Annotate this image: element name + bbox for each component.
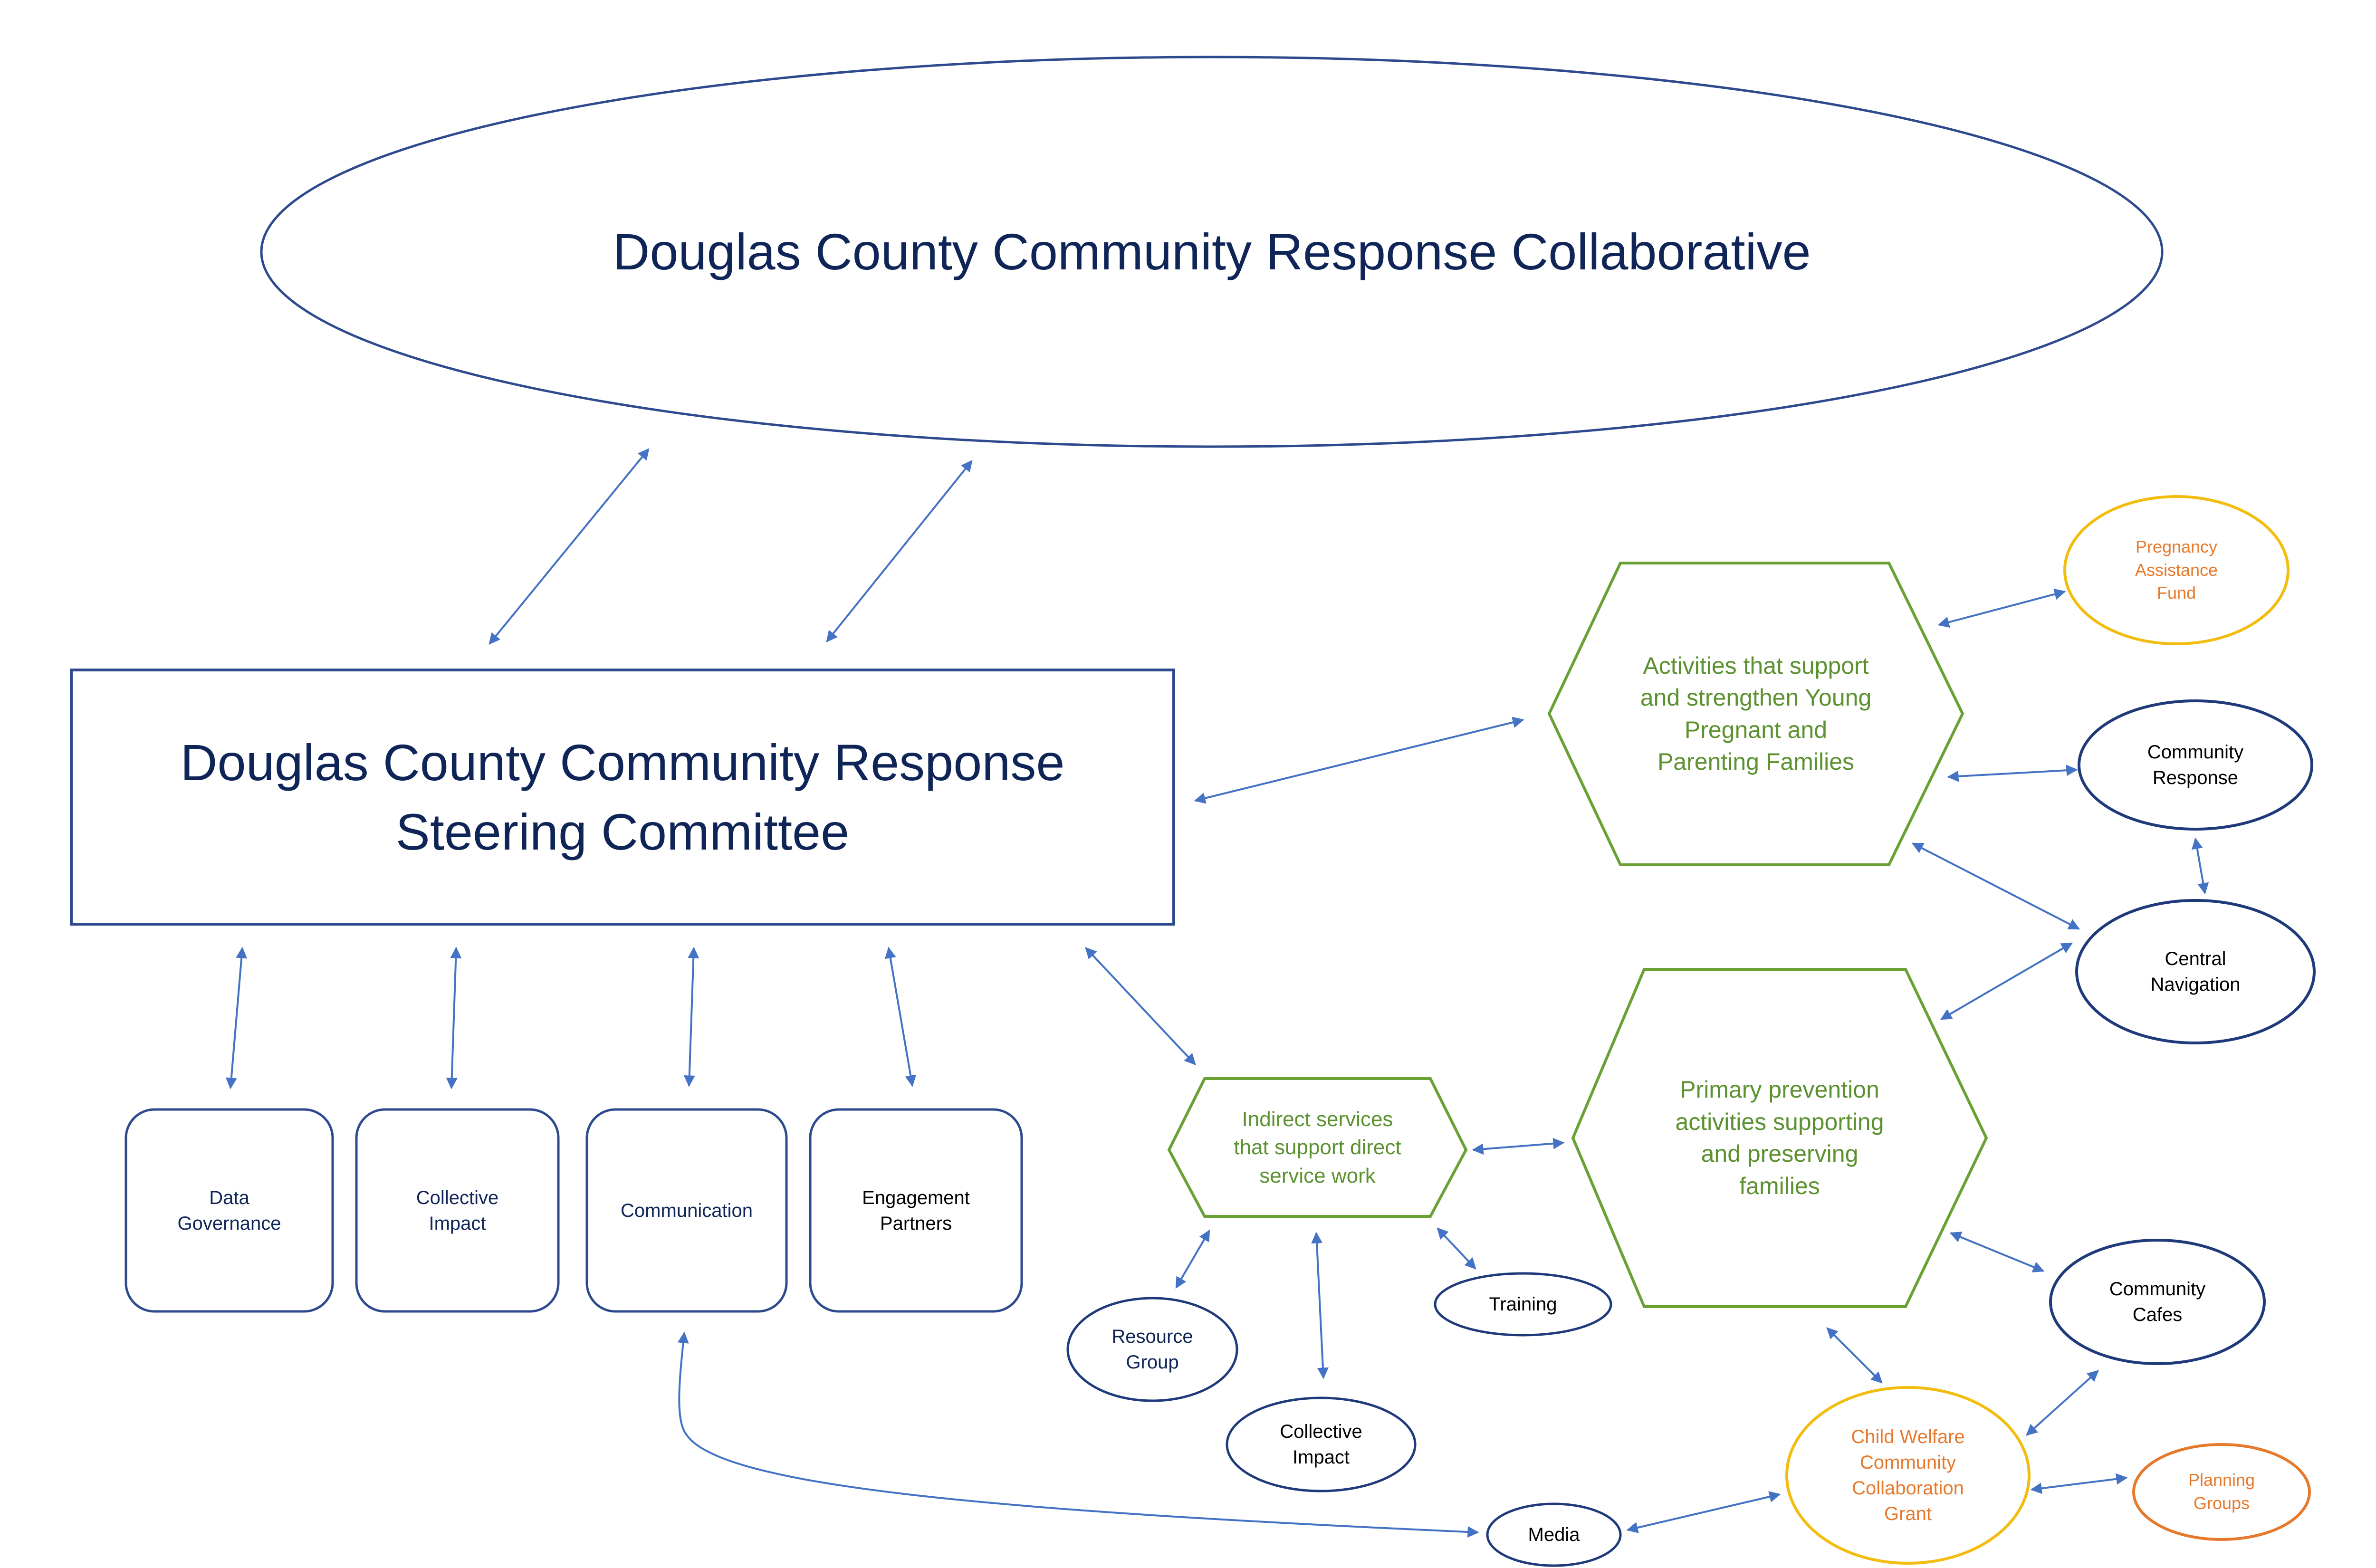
cw-grant-label: Child Welfare Community Collaboration Gr…	[1851, 1426, 1965, 1524]
arrow-steering-collimpact	[446, 947, 462, 1090]
pregnancy-fund-label: Pregnancy Assistance Fund	[2135, 537, 2218, 603]
collective-impact-box	[355, 1108, 560, 1313]
arrow-indirect-training	[1437, 1227, 1476, 1270]
data-governance-box	[125, 1108, 334, 1313]
central-navigation-label: Central Navigation	[2150, 948, 2241, 995]
cw-grant-ellipse	[1785, 1386, 2031, 1565]
central-navigation-ellipse	[2075, 899, 2316, 1044]
media-ellipse	[1486, 1502, 1622, 1567]
arrow-youngfam-centralnav	[1911, 842, 2080, 930]
community-response-ellipse	[2078, 699, 2313, 831]
pregnancy-fund-ellipse	[2063, 495, 2290, 645]
arrow-indirect-collimpact	[1311, 1232, 1329, 1379]
arrow-indirect-resource	[1175, 1229, 1210, 1289]
arrow-steering-datagov	[225, 947, 248, 1090]
arrow-steering-engagement	[884, 947, 917, 1087]
arrow-cwgrant-planning	[2030, 1473, 2128, 1494]
arrow-youngfam-commresp	[1947, 765, 2078, 782]
arrow-communication-media	[677, 1331, 1479, 1538]
steering-committee-box	[70, 669, 1175, 926]
collaborative-ellipse	[260, 56, 2164, 448]
planning-groups-ellipse	[2132, 1443, 2311, 1541]
communication-box	[585, 1108, 788, 1313]
media-label: Media	[1528, 1524, 1580, 1545]
arrow-youngfam-pregfund	[1937, 588, 2066, 628]
communication-label: Communication	[621, 1200, 753, 1221]
steering-committee-title: Douglas County Community Response Steeri…	[180, 733, 1065, 860]
training-label: Training	[1489, 1294, 1557, 1315]
arrow-collab-steering-right	[826, 460, 973, 642]
arrow-primprev-cafes	[1949, 1232, 2045, 1272]
community-response-label: Community Response	[2147, 742, 2244, 788]
arrow-commresp-centralnav	[2191, 837, 2209, 895]
young-families-label: Activities that support and strengthen Y…	[1640, 652, 1872, 775]
arrow-media-cwgrant	[1626, 1491, 1781, 1533]
primary-prevention-label: Primary prevention activities supporting…	[1675, 1076, 1884, 1199]
arrow-cwgrant-cafes	[2026, 1370, 2099, 1436]
arrow-collab-steering-left	[489, 448, 650, 645]
arrow-indirect-primprev	[1472, 1138, 1565, 1155]
collaborative-title: Douglas County Community Response Collab…	[613, 223, 1811, 281]
arrow-centralnav-primprev	[1940, 942, 2073, 1020]
primary-prevention-hexagon	[1571, 968, 1988, 1308]
engagement-partners-label: Engagement Partners	[862, 1187, 970, 1234]
young-families-hexagon	[1547, 562, 1964, 866]
arrow-steering-youngfamilies	[1194, 717, 1524, 804]
collective-impact-indirect-label: Collective Impact	[1280, 1421, 1362, 1468]
planning-groups-label: Planning Groups	[2188, 1470, 2255, 1513]
indirect-services-label: Indirect services that support direct se…	[1234, 1107, 1401, 1187]
data-governance-label: Data Governance	[177, 1187, 281, 1234]
arrow-steering-communication	[683, 947, 699, 1087]
indirect-services-hexagon	[1167, 1077, 1468, 1218]
community-cafes-label: Community Cafes	[2109, 1279, 2206, 1325]
resource-group-label: Resource Group	[1111, 1326, 1193, 1373]
collective-impact-label: Collective Impact	[416, 1187, 499, 1234]
training-ellipse	[1434, 1272, 1612, 1337]
engagement-partners-box	[809, 1108, 1023, 1313]
arrow-primprev-cwgrant	[1826, 1327, 1883, 1384]
arrow-steering-indirect	[1085, 947, 1196, 1065]
community-cafes-ellipse	[2049, 1239, 2266, 1365]
